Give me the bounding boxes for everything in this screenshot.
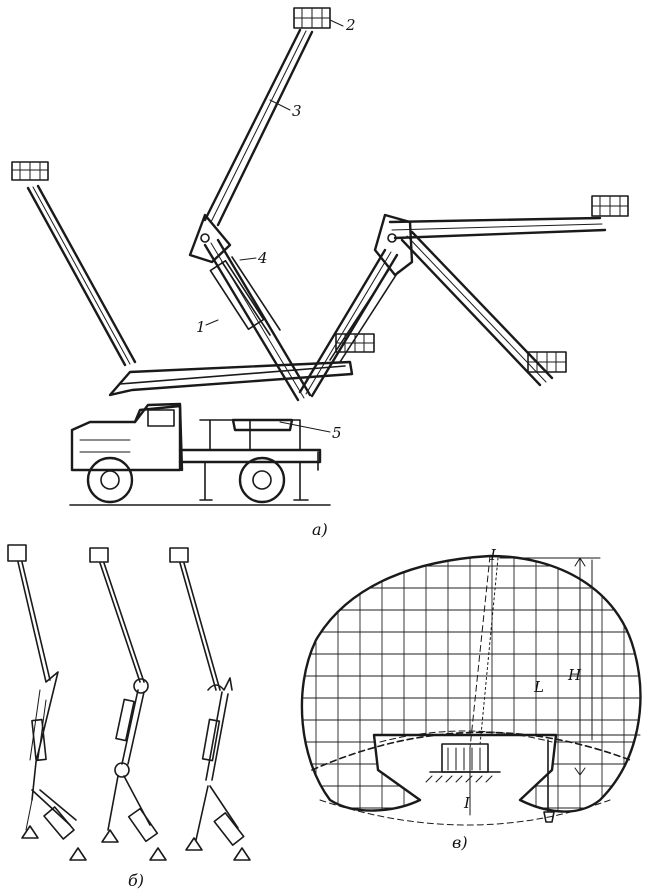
scheme-3 [169,547,251,861]
scheme-1 [7,544,87,861]
label-axis-top: I [489,546,497,564]
callout-2: 2 [345,16,356,34]
part-b-kinematic-schemes: б) [7,544,251,890]
front-wheel [86,456,134,504]
part-a-aerial-lift-truck: 2 3 4 1 5 а) [11,7,629,539]
callout-leaders [205,19,344,433]
envelope-dashed-arc [311,731,631,771]
boom-main-vertical [188,7,331,402]
part-label-v: в) [452,833,468,852]
callout-5: 5 [332,424,342,442]
callout-1: 1 [196,318,206,336]
envelope-outline [300,554,642,813]
callout-3: 3 [292,102,302,120]
callout-4: 4 [257,249,268,267]
turntable [231,418,294,432]
label-height-H: H [567,666,582,684]
part-label-a: а) [312,520,328,539]
label-axis-bottom: I [463,794,471,812]
part-label-b: б) [128,871,144,890]
scheme-2 [89,547,167,861]
envelope-axis-line [469,555,491,749]
truck-body [70,402,322,504]
envelope-vehicle [441,743,489,773]
boom-left-raised [11,161,354,397]
boom-right-extended [298,195,629,398]
rear-wheel [238,456,286,504]
part-v-working-envelope: L H I I в) [300,546,642,852]
boom-knuckle-joint [188,213,232,264]
label-reach-L: L [533,678,544,696]
